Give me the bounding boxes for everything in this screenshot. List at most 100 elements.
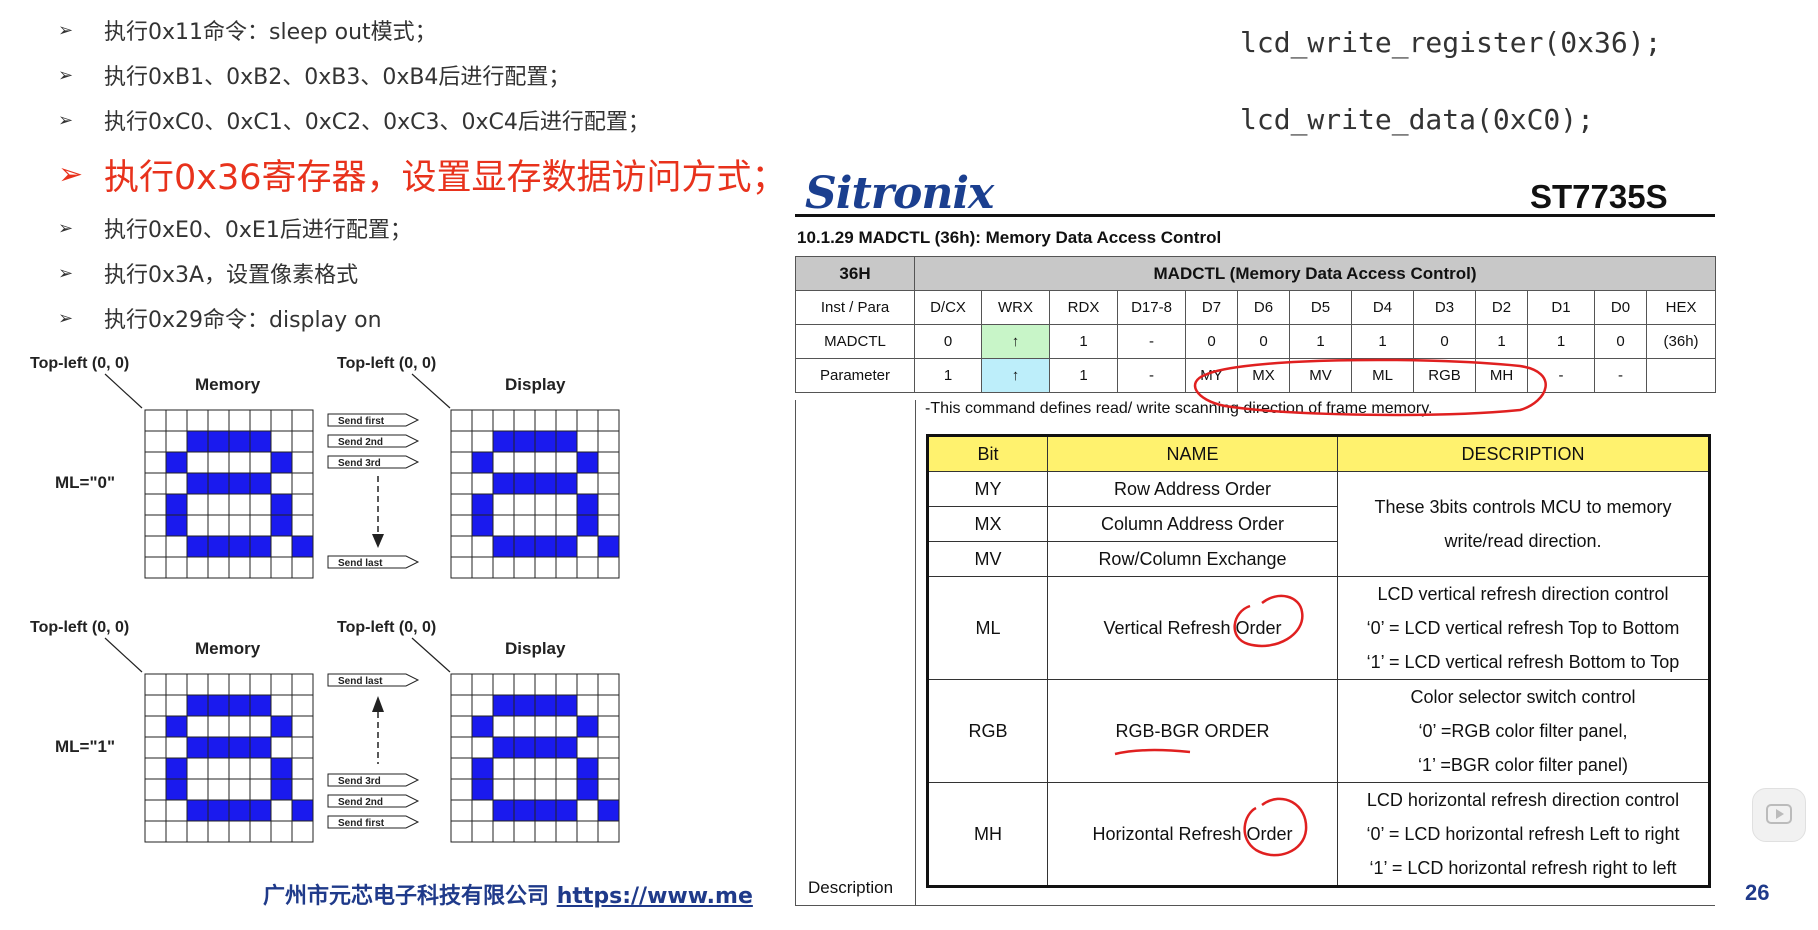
memory-grid-pixel: [165, 451, 188, 474]
desc-border: [915, 400, 916, 906]
display-grid-pixel: [576, 535, 599, 558]
annotation-underline-rgb: [1114, 748, 1191, 756]
bit-table: Bit NAME DESCRIPTION MY Row Address Orde…: [926, 434, 1711, 888]
display-grid-pixel: [513, 736, 536, 759]
display-grid-pixel: [555, 694, 578, 717]
display-label: Display: [505, 639, 566, 658]
display-grid-pixel: [597, 535, 620, 558]
display-grid-pixel: [492, 451, 515, 474]
desc-cell-mcu: These 3bits controls MCU to memory write…: [1337, 471, 1710, 577]
memory-grid-pixel: [291, 493, 314, 516]
display-grid-pixel: [576, 493, 599, 516]
memory-grid-pixel: [144, 694, 167, 717]
cmd-code: 36H: [795, 256, 915, 291]
footer-link[interactable]: https://www.me: [556, 884, 753, 909]
display-grid-pixel: [471, 472, 494, 495]
memory-grid-pixel: [144, 409, 167, 432]
memory-grid-pixel: [144, 451, 167, 474]
display-grid-pixel: [450, 778, 473, 801]
display-grid-pixel: [513, 778, 536, 801]
arrow-bullet-icon: ➢: [58, 64, 74, 86]
param-row-cell: 1: [914, 358, 982, 393]
memory-label: Memory: [195, 639, 261, 658]
memory-grid-pixel: [207, 715, 230, 738]
madctl-row-cell: (36h): [1645, 324, 1717, 359]
memory-grid-pixel: [291, 430, 314, 453]
display-grid-pixel: [471, 451, 494, 474]
hdr-row-cell: HEX: [1645, 290, 1717, 325]
memory-grid-pixel: [144, 757, 167, 780]
hdr-row-cell: WRX: [981, 290, 1050, 325]
display-grid-pixel: [513, 673, 536, 696]
display-grid-pixel: [450, 493, 473, 516]
display-grid-pixel: [492, 757, 515, 780]
memory-grid-pixel: [207, 514, 230, 537]
display-grid-pixel: [597, 694, 620, 717]
memory-grid-pixel: [228, 736, 251, 759]
video-player-icon[interactable]: [1752, 788, 1806, 842]
display-grid-pixel: [492, 694, 515, 717]
display-grid-pixel: [555, 409, 578, 432]
param-row-cell: MH: [1475, 358, 1528, 393]
memory-grid-pixel: [165, 778, 188, 801]
memory-grid-pixel: [228, 556, 251, 579]
arrow-bullet-icon: ➢: [58, 307, 74, 329]
bullet-item-highlight: ➢执行0x36寄存器，设置显存数据访问方式；: [58, 157, 787, 198]
display-grid-pixel: [471, 409, 494, 432]
display-grid-pixel: [534, 736, 557, 759]
display-grid-pixel: [534, 451, 557, 474]
send-arrow-box: [327, 555, 420, 569]
memory-grid-pixel: [144, 820, 167, 843]
display-grid-pixel: [597, 514, 620, 537]
display-grid-pixel: [534, 556, 557, 579]
memory-grid-pixel: [207, 451, 230, 474]
hdr-row-cell: RDX: [1049, 290, 1118, 325]
memory-grid-pixel: [249, 778, 272, 801]
display-grid-pixel: [576, 556, 599, 579]
memory-grid-pixel: [228, 430, 251, 453]
ml-label: ML="0": [55, 473, 115, 492]
bullet-item: ➢执行0x29命令：display on: [58, 307, 382, 334]
memory-grid-pixel: [249, 820, 272, 843]
top-left-label: Top-left (0, 0): [30, 619, 129, 636]
memory-grid-pixel: [165, 673, 188, 696]
display-grid-pixel: [597, 778, 620, 801]
memory-grid-pixel: [249, 430, 272, 453]
memory-grid-pixel: [207, 472, 230, 495]
memory-grid-pixel: [228, 715, 251, 738]
code-line-data: lcd_write_data(0xC0);: [1240, 103, 1595, 136]
arrow-bullet-icon: ➢: [58, 217, 74, 239]
page-number: 26: [1745, 880, 1770, 905]
memory-grid-pixel: [291, 535, 314, 558]
display-grid-pixel: [513, 757, 536, 780]
madctl-row-cell: MADCTL: [795, 324, 915, 359]
display-grid-pixel: [513, 715, 536, 738]
memory-grid-pixel: [270, 757, 293, 780]
desc-border: [795, 905, 1715, 906]
memory-grid-pixel: [228, 514, 251, 537]
memory-grid-pixel: [186, 409, 209, 432]
memory-grid-pixel: [270, 736, 293, 759]
arrow-bullet-icon: ➢: [58, 19, 74, 41]
display-grid-pixel: [597, 673, 620, 696]
display-grid-pixel: [471, 820, 494, 843]
memory-grid-pixel: [291, 736, 314, 759]
display-grid-pixel: [471, 556, 494, 579]
memory-grid-pixel: [165, 694, 188, 717]
memory-grid-pixel: [291, 757, 314, 780]
memory-grid-pixel: [270, 799, 293, 822]
memory-grid-pixel: [165, 715, 188, 738]
hdr-row-cell: D4: [1351, 290, 1414, 325]
bullet-item: ➢执行0xB1、0xB2、0xB3、0xB4后进行配置；: [58, 64, 571, 91]
memory-grid-pixel: [249, 799, 272, 822]
display-grid-pixel: [492, 799, 515, 822]
display-grid-pixel: [576, 451, 599, 474]
memory-grid-pixel: [291, 673, 314, 696]
display-grid-pixel: [471, 514, 494, 537]
send-label: Send first: [338, 416, 385, 427]
bit-cell: MX: [927, 506, 1048, 542]
memory-grid-pixel: [228, 472, 251, 495]
display-grid-pixel: [450, 736, 473, 759]
memory-grid-pixel: [207, 673, 230, 696]
